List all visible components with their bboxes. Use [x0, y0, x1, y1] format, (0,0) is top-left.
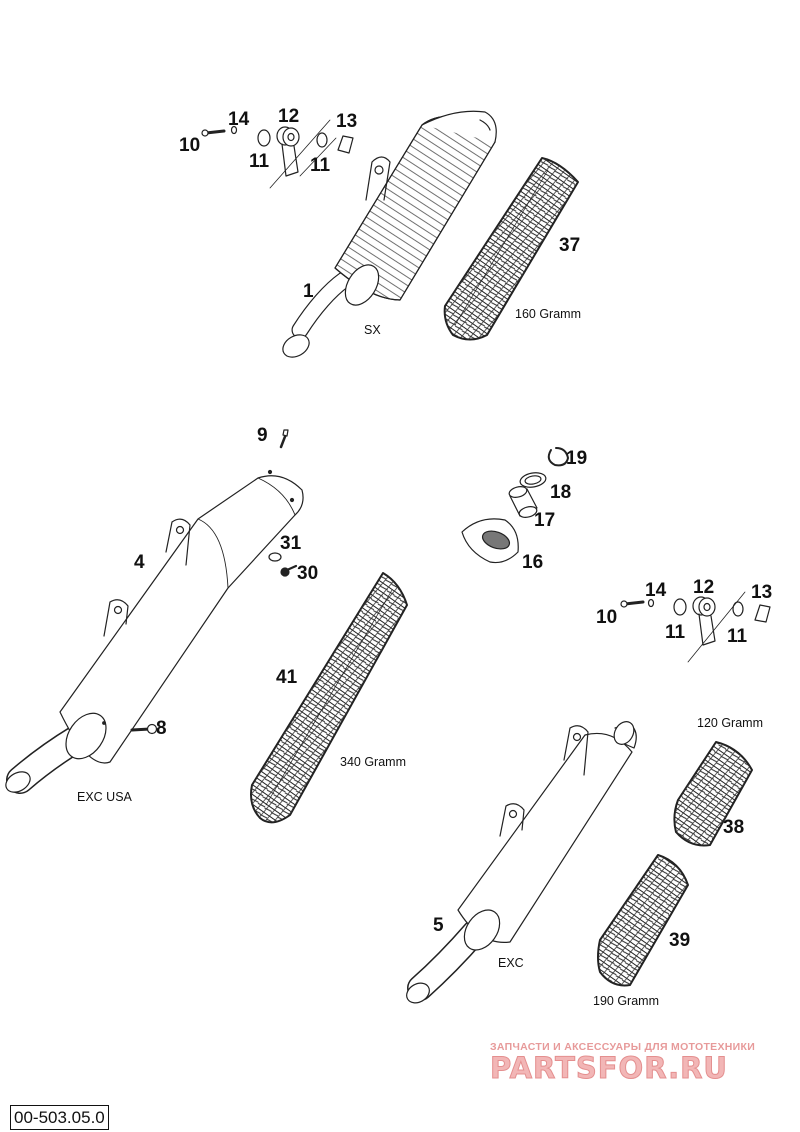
callout-4: 4	[134, 552, 145, 573]
callout-5: 5	[433, 915, 444, 936]
callout-19: 19	[566, 448, 588, 469]
packing-37	[443, 157, 579, 341]
callout-37: 37	[559, 235, 581, 256]
end-cap-parts	[461, 447, 569, 564]
sx-mounting-hardware	[201, 119, 354, 189]
callout-17: 17	[534, 510, 556, 531]
callout-13-top: 13	[336, 111, 358, 132]
callout-31: 31	[280, 533, 302, 554]
callout-10-right: 10	[596, 607, 618, 628]
callout-18: 18	[550, 482, 572, 503]
callout-11-right-right: 11	[727, 626, 748, 647]
callout-8: 8	[156, 718, 167, 739]
packing-41	[250, 572, 408, 824]
callout-12-top: 12	[278, 106, 300, 127]
note-exc: EXC	[498, 956, 524, 970]
note-190-gramm: 190 Gramm	[593, 994, 659, 1008]
callout-10-top: 10	[179, 135, 201, 156]
packing-38	[673, 741, 753, 847]
exc-silencer	[406, 721, 637, 1004]
screw-8	[130, 723, 158, 735]
drawing-code: 00-503.05.0	[10, 1105, 109, 1130]
note-340-gramm: 340 Gramm	[340, 755, 406, 769]
sx-silencer	[282, 110, 497, 358]
note-120-gramm: 120 Gramm	[697, 716, 763, 730]
callout-12-right: 12	[693, 577, 715, 598]
callout-1: 1	[303, 281, 314, 302]
callout-30: 30	[297, 563, 319, 584]
exc-mounting-hardware	[620, 591, 771, 663]
exc-usa-silencer	[5, 469, 304, 794]
screw-9	[279, 429, 289, 449]
packing-39	[597, 854, 689, 987]
callout-9: 9	[257, 425, 268, 446]
watermark-tagline: ЗАПЧАСТИ И АКСЕССУАРЫ ДЛЯ МОТОТЕХНИКИ	[490, 1041, 756, 1053]
callout-16: 16	[522, 552, 544, 573]
callout-11-top-left: 11	[249, 151, 270, 172]
watermark-logo: PARTSFOR.RU	[490, 1051, 728, 1086]
callout-14-right: 14	[645, 580, 667, 601]
callout-13-right: 13	[751, 582, 773, 603]
note-sx: SX	[364, 323, 381, 337]
callout-11-right-left: 11	[665, 622, 686, 643]
callout-39: 39	[669, 930, 691, 951]
callout-14-top: 14	[228, 109, 250, 130]
note-160-gramm: 160 Gramm	[515, 307, 581, 321]
note-exc-usa: EXC USA	[77, 790, 132, 804]
callout-41: 41	[276, 667, 298, 688]
callout-38: 38	[723, 817, 745, 838]
washer-31-screw-30	[268, 552, 298, 577]
callout-11-top-right: 11	[310, 155, 331, 176]
